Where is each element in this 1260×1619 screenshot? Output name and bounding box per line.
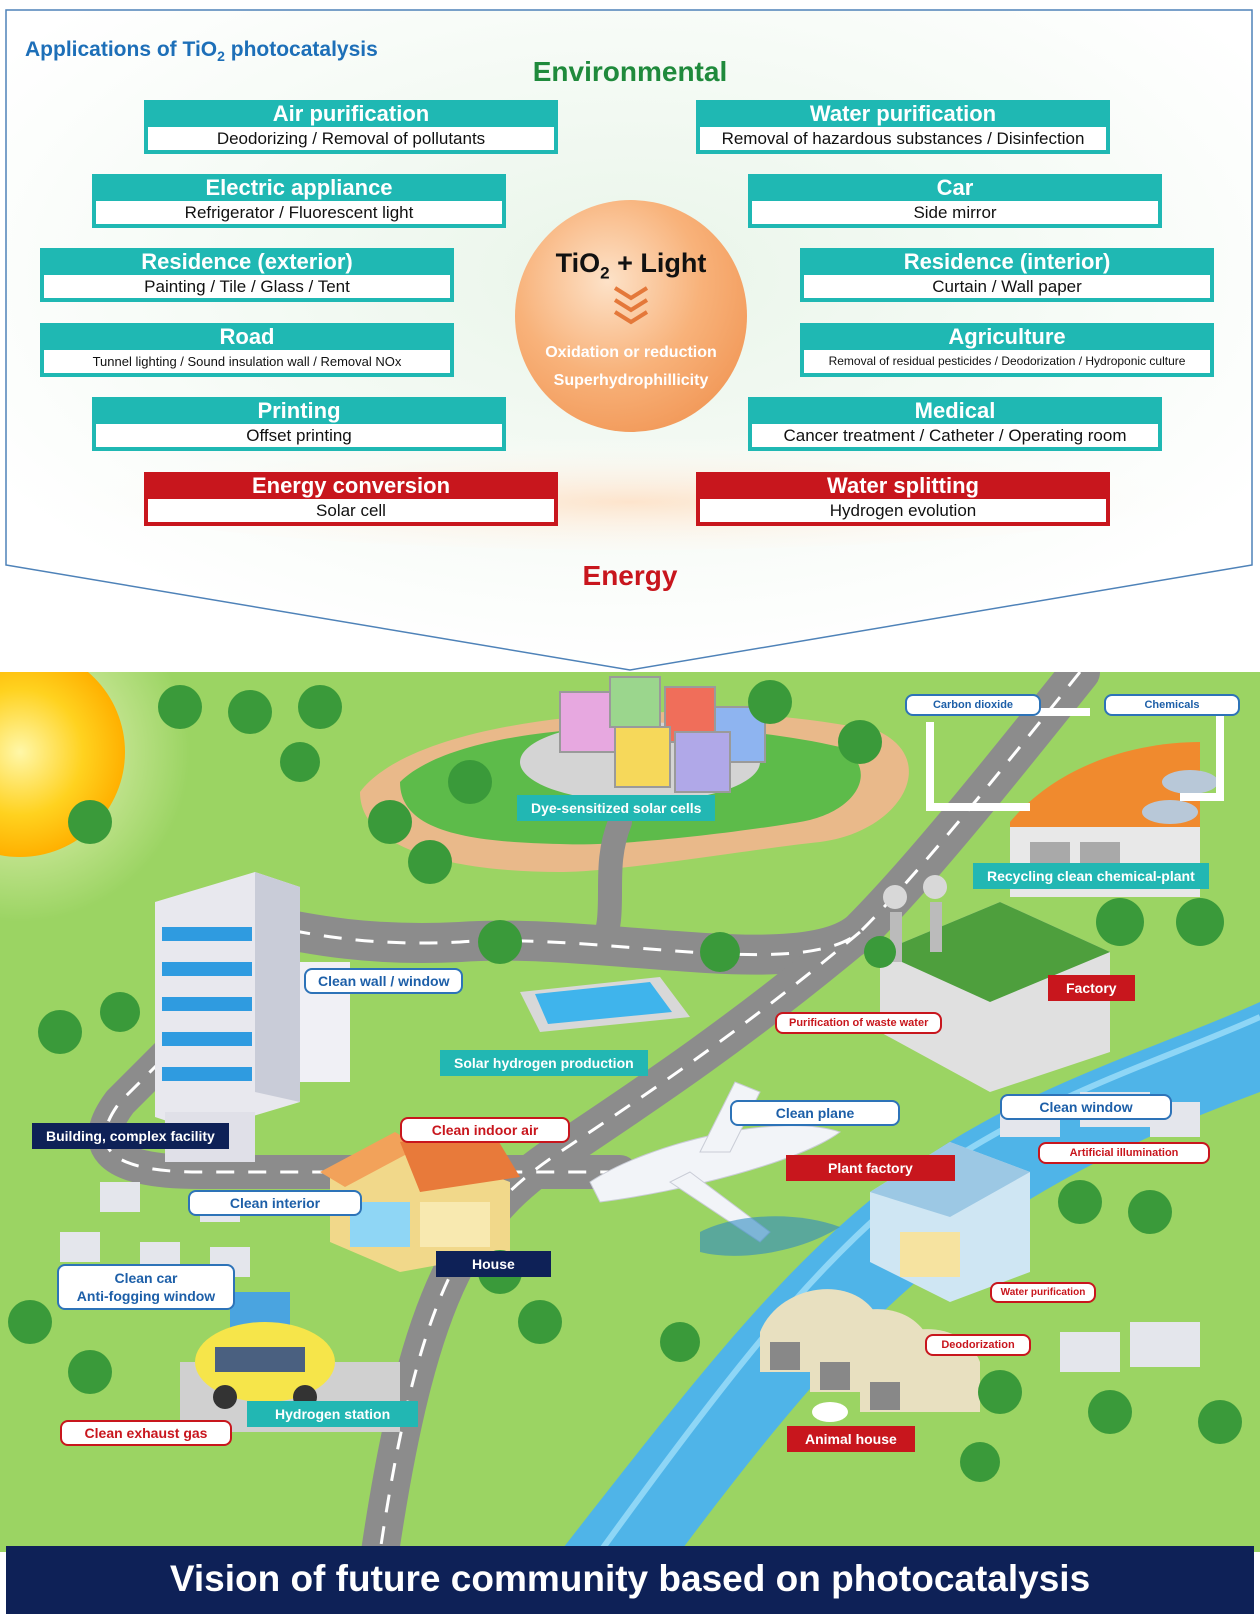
- app-title: Energy conversion: [251, 473, 451, 498]
- environmental-heading: Environmental: [532, 56, 728, 87]
- center-title: TiO2 + Light: [515, 248, 747, 283]
- app-desc: Removal of residual pesticides / Deodori…: [804, 350, 1210, 373]
- house: [320, 1127, 520, 1272]
- app-desc: Solar cell: [148, 499, 554, 522]
- tag-solar-hydrogen: Solar hydrogen production: [440, 1050, 648, 1076]
- app-title: Printing: [257, 398, 341, 423]
- bubble-carbon-dioxide: Carbon dioxide: [905, 694, 1041, 716]
- app-title: Electric appliance: [205, 175, 393, 200]
- panel-title-text: Applications of TiO: [25, 38, 218, 61]
- app-car: Car Side mirror: [748, 174, 1162, 228]
- app-desc: Removal of hazardous substances / Disinf…: [700, 127, 1106, 150]
- app-title: Car: [936, 175, 974, 200]
- panel-title-subscript: 2: [217, 48, 225, 65]
- app-title: Agriculture: [948, 324, 1066, 349]
- bubble-clean-exhaust-gas: Clean exhaust gas: [60, 1420, 232, 1446]
- tag-factory: Factory: [1048, 975, 1135, 1001]
- bubble-chemicals: Chemicals: [1104, 694, 1240, 716]
- app-medical: Medical Cancer treatment / Catheter / Op…: [748, 397, 1162, 451]
- applications-panel: Applications of TiO2 photocatalysis Envi…: [0, 0, 1260, 680]
- bubble-artificial-illumination: Artificial illumination: [1038, 1142, 1210, 1164]
- app-printing: Printing Offset printing: [92, 397, 506, 451]
- panel-title: Applications of TiO2 photocatalysis: [25, 38, 378, 64]
- tag-house: House: [436, 1251, 551, 1277]
- app-desc: Deodorizing / Removal of pollutants: [148, 127, 554, 150]
- footer-banner: Vision of future community based on phot…: [6, 1546, 1254, 1614]
- tag-plant-factory: Plant factory: [786, 1155, 955, 1181]
- bubble-clean-car: Clean car Anti-fogging window: [57, 1264, 235, 1310]
- app-road: Road Tunnel lighting / Sound insulation …: [40, 323, 454, 377]
- app-water-splitting: Water splitting Hydrogen evolution: [696, 472, 1110, 526]
- app-desc: Tunnel lighting / Sound insulation wall …: [44, 350, 450, 373]
- future-community-scene: Dye-sensitized solar cells Recycling cle…: [0, 672, 1260, 1552]
- app-desc: Side mirror: [752, 201, 1158, 224]
- bubble-clean-window: Clean window: [1000, 1094, 1172, 1120]
- app-desc: Curtain / Wall paper: [804, 275, 1210, 298]
- app-residence-exterior: Residence (exterior) Painting / Tile / G…: [40, 248, 454, 302]
- app-water-purification: Water purification Removal of hazardous …: [696, 100, 1110, 154]
- airplane: [589, 1081, 842, 1256]
- app-electric-appliance: Electric appliance Refrigerator / Fluore…: [92, 174, 506, 228]
- energy-heading: Energy: [582, 560, 678, 591]
- app-agriculture: Agriculture Removal of residual pesticid…: [800, 323, 1214, 377]
- app-desc: Hydrogen evolution: [700, 499, 1106, 522]
- footer-title: Vision of future community based on phot…: [169, 1558, 1091, 1599]
- app-title: Water splitting: [827, 473, 979, 498]
- app-title: Residence (interior): [903, 249, 1111, 274]
- tag-hydrogen-station: Hydrogen station: [247, 1401, 419, 1427]
- greenhouse: [870, 1142, 1030, 1302]
- tag-building: Building, complex facility: [32, 1123, 229, 1149]
- app-title: Road: [219, 324, 275, 349]
- app-desc: Refrigerator / Fluorescent light: [96, 201, 502, 224]
- app-energy-conversion: Energy conversion Solar cell: [144, 472, 558, 526]
- app-title: Air purification: [272, 101, 430, 126]
- tag-animal-house: Animal house: [787, 1426, 915, 1452]
- app-desc: Painting / Tile / Glass / Tent: [44, 275, 450, 298]
- bubble-clean-wall-window: Clean wall / window: [304, 968, 464, 994]
- bubble-deodorization: Deodorization: [925, 1334, 1031, 1356]
- center-title-text: TiO: [555, 248, 601, 278]
- app-desc: Offset printing: [96, 424, 502, 447]
- app-title: Water purification: [809, 101, 997, 126]
- tio2-light-circle: TiO2 + Light Oxidation or reduction Supe…: [515, 200, 747, 432]
- bubble-water-purification: Water purification: [990, 1282, 1096, 1303]
- tag-recycling-chemical-plant: Recycling clean chemical-plant: [973, 863, 1209, 889]
- app-desc: Cancer treatment / Catheter / Operating …: [752, 424, 1158, 447]
- animal-barns: [760, 1289, 980, 1422]
- center-superhydrophilicity-text: Superhydrophillicity: [553, 372, 709, 389]
- app-title: Residence (exterior): [141, 249, 353, 274]
- bubble-clean-indoor-air: Clean indoor air: [400, 1117, 570, 1143]
- chevron-down-icon: [613, 286, 649, 325]
- panel-title-suffix: photocatalysis: [224, 38, 378, 61]
- bubble-clean-interior: Clean interior: [188, 1190, 362, 1216]
- app-residence-interior: Residence (interior) Curtain / Wall pape…: [800, 248, 1214, 302]
- tag-dye-solar-cells: Dye-sensitized solar cells: [517, 795, 716, 821]
- app-air-purification: Air purification Deodorizing / Removal o…: [144, 100, 558, 154]
- app-title: Medical: [914, 398, 996, 423]
- bubble-purification-waste-water: Purification of waste water: [775, 1012, 943, 1034]
- center-title-subscript: 2: [600, 263, 610, 283]
- bubble-clean-plane: Clean plane: [730, 1100, 900, 1126]
- factory: [880, 875, 1110, 1092]
- center-oxidation-text: Oxidation or reduction: [545, 344, 717, 361]
- bubble-clean-car-line2: Anti-fogging window: [76, 1288, 216, 1304]
- center-title-suffix: + Light: [609, 248, 707, 278]
- bubble-clean-car-line1: Clean car: [114, 1270, 178, 1286]
